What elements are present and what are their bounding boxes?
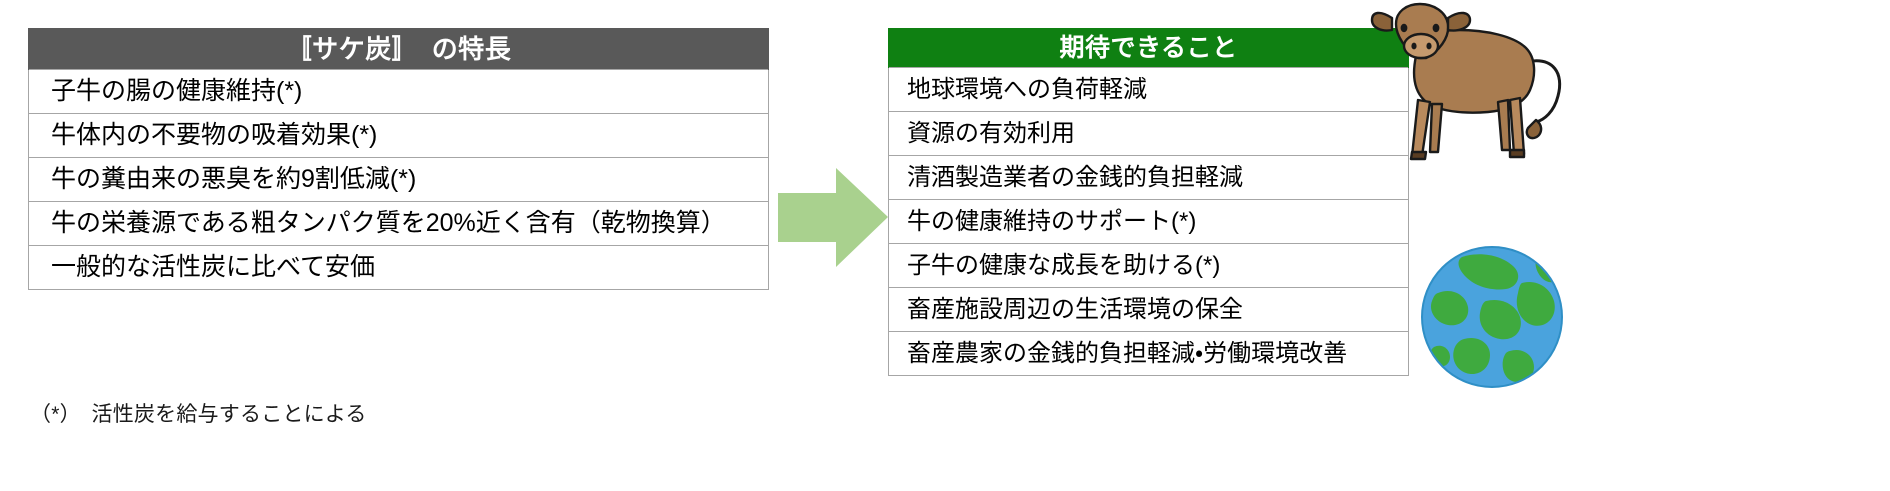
table-row: 子牛の腸の健康維持(*) — [28, 69, 769, 114]
table-row: 一般的な活性炭に比べて安価 — [28, 245, 769, 290]
table-row: 牛の糞由来の悪臭を約9割低減(*) — [28, 157, 769, 202]
table-row: 資源の有効利用 — [888, 111, 1409, 156]
features-row-3: 牛の糞由来の悪臭を約9割低減(*) — [28, 157, 769, 202]
table-header-row: 期待できること — [888, 28, 1409, 68]
benefits-table: 期待できること 地球環境への負荷軽減 資源の有効利用 清酒製造業者の金銭的負担軽… — [888, 28, 1409, 376]
benefits-table-body: 地球環境への負荷軽減 資源の有効利用 清酒製造業者の金銭的負担軽減 牛の健康維持… — [888, 67, 1409, 376]
benefits-table-header: 期待できること — [888, 28, 1409, 68]
benefits-row-2: 資源の有効利用 — [888, 111, 1409, 156]
table-header-row: 〚サケ炭〛 の特長 — [28, 28, 769, 70]
table-row: 清酒製造業者の金銭的負担軽減 — [888, 155, 1409, 200]
features-table-head: 〚サケ炭〛 の特長 — [28, 28, 769, 70]
earth-globe-illustration — [1418, 243, 1566, 391]
table-row: 牛の栄養源である粗タンパク質を20%近く含有（乾物換算） — [28, 201, 769, 246]
benefits-row-3: 清酒製造業者の金銭的負担軽減 — [888, 155, 1409, 200]
table-row: 子牛の健康な成長を助ける(*) — [888, 243, 1409, 288]
table-row: 畜産農家の金銭的負担軽減・労働環境改善 — [888, 331, 1409, 376]
features-row-2: 牛体内の不要物の吸着効果(*) — [28, 113, 769, 158]
benefits-table-grid: 期待できること 地球環境への負荷軽減 資源の有効利用 清酒製造業者の金銭的負担軽… — [888, 28, 1409, 376]
features-table-grid: 〚サケ炭〛 の特長 子牛の腸の健康維持(*) 牛体内の不要物の吸着効果(*) 牛… — [28, 28, 769, 290]
features-table-body: 子牛の腸の健康維持(*) 牛体内の不要物の吸着効果(*) 牛の糞由来の悪臭を約9… — [28, 69, 769, 290]
features-row-1: 子牛の腸の健康維持(*) — [28, 69, 769, 114]
features-table-header: 〚サケ炭〛 の特長 — [28, 28, 769, 70]
benefits-table-head: 期待できること — [888, 28, 1409, 68]
footnote-text: （*） 活性炭を給与することによる — [30, 403, 367, 426]
table-row: 牛体内の不要物の吸着効果(*) — [28, 113, 769, 158]
features-row-4: 牛の栄養源である粗タンパク質を20%近く含有（乾物換算） — [28, 201, 769, 246]
benefits-row-7: 畜産農家の金銭的負担軽減・労働環境改善 — [888, 331, 1409, 376]
features-row-5: 一般的な活性炭に比べて安価 — [28, 245, 769, 290]
benefits-row-5: 子牛の健康な成長を助ける(*) — [888, 243, 1409, 288]
table-row: 畜産施設周辺の生活環境の保全 — [888, 287, 1409, 332]
table-row: 地球環境への負荷軽減 — [888, 67, 1409, 112]
table-row: 牛の健康維持のサポート(*) — [888, 199, 1409, 244]
benefits-row-1: 地球環境への負荷軽減 — [888, 67, 1409, 112]
benefits-row-6: 畜産施設周辺の生活環境の保全 — [888, 287, 1409, 332]
features-table: 〚サケ炭〛 の特長 子牛の腸の健康維持(*) 牛体内の不要物の吸着効果(*) 牛… — [28, 28, 769, 290]
cow-illustration — [1358, 0, 1593, 175]
right-arrow-icon — [778, 160, 888, 275]
benefits-row-4: 牛の健康維持のサポート(*) — [888, 199, 1409, 244]
